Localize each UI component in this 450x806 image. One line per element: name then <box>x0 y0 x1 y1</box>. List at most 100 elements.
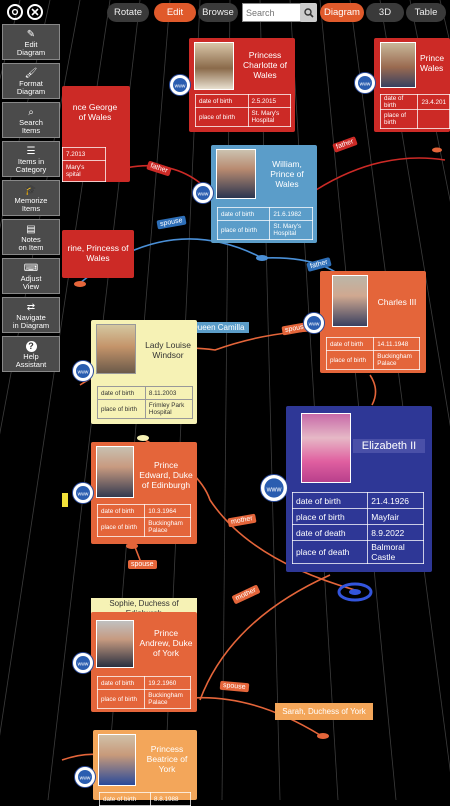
photo-edward <box>96 446 134 498</box>
line-william-charles <box>315 157 446 191</box>
svg-text:www: www <box>198 192 209 198</box>
grid-line <box>379 0 450 427</box>
sidebar-item-label: Navigate in Diagram <box>12 313 50 330</box>
close-icon[interactable] <box>27 4 43 20</box>
sidebar-item-keyboard[interactable]: ⌨Adjust View <box>2 258 60 294</box>
www-icon[interactable]: www <box>72 652 94 674</box>
sidebar-item-label: Format Diagram <box>16 79 46 96</box>
svg-text:www: www <box>266 486 282 493</box>
svg-text:www: www <box>175 84 186 90</box>
card-name: nce George of Wales <box>72 102 118 122</box>
sidebar-item-notes[interactable]: ▤Notes on Item <box>2 219 60 255</box>
browse-button[interactable]: Browse <box>198 3 238 22</box>
edit-button[interactable]: Edit <box>154 3 196 22</box>
www-icon[interactable]: www <box>72 360 94 382</box>
www-icon[interactable]: www <box>74 766 96 788</box>
sidebar-item-label: Items in Category <box>15 157 47 174</box>
sidebar-item-label: Memorize Items <box>14 196 48 213</box>
diagram-tab[interactable]: Diagram <box>320 3 364 22</box>
card-name: Charles III <box>377 297 417 307</box>
svg-text:www: www <box>360 82 371 88</box>
www-icon[interactable]: www <box>354 72 376 94</box>
card-name: Lady Louise Windsor <box>145 340 191 360</box>
top-toolbar: Rotate Edit Browse Diagram 3D Table <box>0 0 450 26</box>
sidebar-item-pencil[interactable]: ✎Edit Diagram <box>2 24 60 60</box>
sidebar-item-label: Notes on Item <box>18 235 44 252</box>
table-tab[interactable]: Table <box>406 3 446 22</box>
card-name: William, Prince of Wales <box>270 159 304 189</box>
svg-text:www: www <box>78 662 89 668</box>
card-sarah[interactable]: Sarah, Duchess of York <box>275 703 373 720</box>
www-icon[interactable]: www <box>72 482 94 504</box>
card-catherine[interactable]: rine, Princess of Wales <box>62 230 134 278</box>
brush-icon: 🖌 <box>24 68 38 79</box>
card-name: Princess Charlotte of Wales <box>243 50 287 80</box>
graduation-cap-icon: 🎓 <box>24 185 38 196</box>
grid-line <box>221 0 231 800</box>
card-name: rine, Princess of Wales <box>67 243 129 263</box>
grid-line <box>289 0 339 800</box>
question-icon: ? <box>25 341 37 352</box>
photo-andrew <box>96 620 134 668</box>
photo-charlotte <box>194 42 234 90</box>
card-prince-andrew[interactable]: Prince Andrew, Duke of York date of birt… <box>91 612 197 712</box>
www-icon[interactable]: www <box>169 74 191 96</box>
card-princess-charlotte[interactable]: Princess Charlotte of Wales date of birt… <box>189 38 295 132</box>
svg-text:www: www <box>309 322 320 328</box>
grid-line <box>319 0 397 800</box>
sidebar-item-label: Adjust View <box>20 274 42 291</box>
card-name: Prince Andrew, Duke of York <box>139 628 193 658</box>
sidebar-item-list[interactable]: ☰Items in Category <box>2 141 60 177</box>
svg-text:www: www <box>78 492 89 498</box>
search-icon[interactable] <box>300 3 317 22</box>
sidebar-item-arrows[interactable]: ⇄Navigate in Diagram <box>2 297 60 333</box>
arrows-icon: ⇄ <box>26 302 36 313</box>
sidebar-item-graduation-cap[interactable]: 🎓Memorize Items <box>2 180 60 216</box>
search-input[interactable] <box>242 3 306 22</box>
www-icon[interactable]: www <box>192 182 214 204</box>
photo-charles <box>332 275 368 327</box>
photo-louise <box>96 324 136 374</box>
keyboard-icon: ⌨ <box>23 263 39 274</box>
settings-icon[interactable] <box>7 4 23 20</box>
photo-elizabeth <box>301 413 351 483</box>
card-name: Prince Edward, Duke of Edinburgh <box>139 460 193 490</box>
card-prince-edward[interactable]: Prince Edward, Duke of Edinburgh date of… <box>91 442 197 544</box>
grid-line <box>259 0 281 800</box>
sidebar-item-label: Help Assistant <box>15 352 47 369</box>
tag-spouse-3: spouse <box>128 560 157 569</box>
magnifier-icon: ⌕ <box>28 107 34 118</box>
sidebar-item-question[interactable]: ?Help Assistant <box>2 336 60 372</box>
sidebar-item-label: Edit Diagram <box>16 40 46 57</box>
sidebar-item-label: Search Items <box>19 118 43 135</box>
3d-tab[interactable]: 3D <box>366 3 404 22</box>
www-icon[interactable]: www <box>260 474 288 502</box>
sidebar-item-brush[interactable]: 🖌Format Diagram <box>2 63 60 99</box>
notes-icon: ▤ <box>26 224 36 235</box>
card-name: Prince Wales <box>420 53 445 73</box>
photo-beatrice <box>98 734 136 786</box>
card-name: Princess Beatrice of York <box>146 744 188 774</box>
svg-text:www: www <box>80 776 91 782</box>
sidebar-item-magnifier[interactable]: ⌕Search Items <box>2 102 60 138</box>
pencil-icon: ✎ <box>26 29 36 40</box>
card-prince-george[interactable]: nce George of Wales 7.2013 Mary's spital <box>62 86 130 182</box>
rotate-button[interactable]: Rotate <box>107 3 149 22</box>
www-icon[interactable]: www <box>303 312 325 334</box>
list-icon: ☰ <box>26 146 36 157</box>
card-queen-camilla[interactable]: Queen Camilla <box>187 322 249 333</box>
card-name: Elizabeth II <box>353 439 425 453</box>
